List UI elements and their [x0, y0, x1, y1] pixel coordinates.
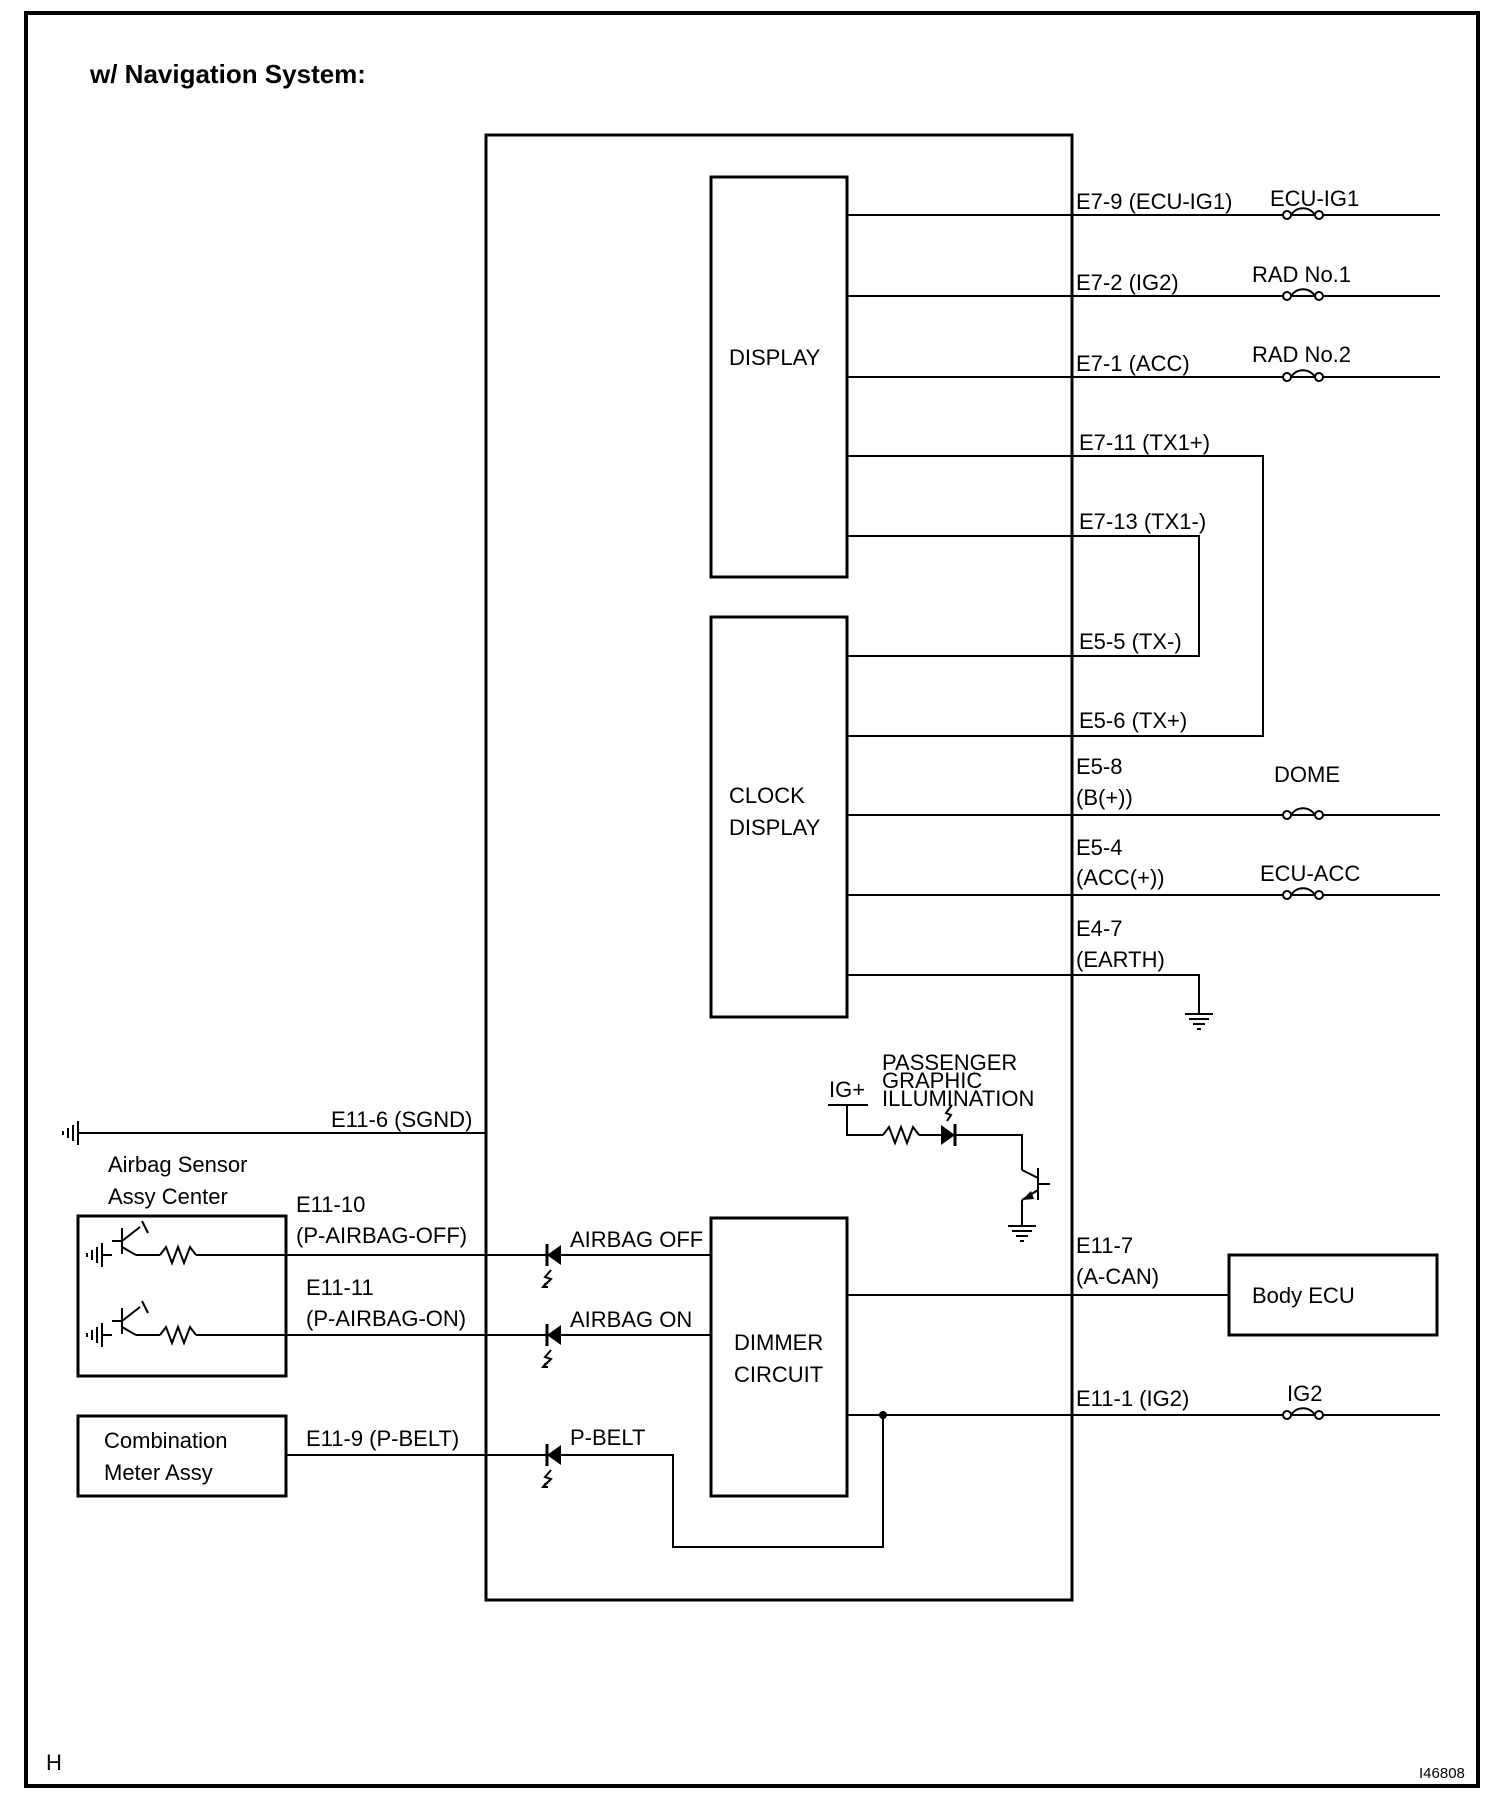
fuse-ecu-ig1-label: ECU-IG1 — [1270, 186, 1359, 211]
pin-e11-11-a: E11-11 — [306, 1275, 374, 1300]
airbag-off-label: AIRBAG OFF — [570, 1227, 703, 1252]
airbag-off-switch-icon — [111, 1220, 161, 1256]
airbag-off-resistor-icon — [159, 1246, 197, 1264]
pin-e5-4-a: E5-4 — [1076, 835, 1122, 860]
wire-p-belt-int — [561, 1415, 884, 1548]
airbag-off-led-icon — [541, 1242, 563, 1289]
sgnd-ground-icon — [62, 1120, 89, 1146]
airbag-on-label: AIRBAG ON — [570, 1307, 692, 1332]
wire-tx1-minus-loop — [847, 535, 1200, 657]
pin-e11-7-b: (A-CAN) — [1076, 1264, 1159, 1289]
fuse-ig2-icon — [1267, 1407, 1339, 1420]
pin-e7-9: E7-9 (ECU-IG1) — [1076, 189, 1232, 214]
dimmer-label-2: CIRCUIT — [734, 1362, 823, 1387]
dimmer-label-1: DIMMER — [734, 1330, 823, 1355]
wire-tx1-plus-loop — [847, 455, 1264, 737]
illum-transistor-arrow-icon — [1022, 1191, 1034, 1200]
pin-e5-8-b: (B(+)) — [1076, 785, 1133, 810]
p-belt-label: P-BELT — [570, 1425, 645, 1450]
ig-plus-label: IG+ — [829, 1077, 865, 1102]
airbag-on-led-icon — [541, 1322, 563, 1369]
pin-e5-6: E5-6 (TX+) — [1079, 708, 1187, 733]
fuse-rad1-label: RAD No.1 — [1252, 262, 1351, 287]
pin-e7-2: E7-2 (IG2) — [1076, 270, 1179, 295]
airbag-off-ground-icon — [86, 1242, 113, 1268]
display-block — [709, 175, 849, 579]
fuse-rad1-icon — [1267, 288, 1339, 301]
clock-label-2: DISPLAY — [729, 815, 821, 840]
fuse-ecu-acc-icon — [1267, 887, 1339, 900]
pin-e4-7-b: (EARTH) — [1076, 947, 1165, 972]
pin-e5-8-a: E5-8 — [1076, 754, 1122, 779]
pin-e11-6: E11-6 (SGND) — [331, 1107, 472, 1132]
pin-e5-5: E5-5 (TX-) — [1079, 629, 1182, 654]
clock-label-1: CLOCK — [729, 783, 805, 808]
body-ecu-box — [1227, 1253, 1439, 1337]
pin-e5-4-b: (ACC(+)) — [1076, 865, 1165, 890]
clock-display-block — [709, 615, 849, 1019]
illum-label-2: GRAPHIC — [882, 1068, 982, 1093]
airbag-on-switch-icon — [111, 1300, 161, 1336]
fuse-dome-label: DOME — [1274, 762, 1340, 787]
pin-e11-9: E11-9 (P-BELT) — [306, 1426, 459, 1451]
pin-e11-1: E11-1 (IG2) — [1076, 1386, 1189, 1411]
airbag-sensor-label-1: Airbag Sensor — [108, 1152, 247, 1177]
illum-resistor-icon — [882, 1126, 920, 1144]
airbag-sensor-label-2: Assy Center — [108, 1184, 228, 1209]
illum-ground-icon — [1007, 1213, 1037, 1242]
pin-e11-10-b: (P-AIRBAG-OFF) — [296, 1223, 467, 1248]
pin-e7-1: E7-1 (ACC) — [1076, 351, 1190, 376]
fuse-ecu-acc-label: ECU-ACC — [1260, 861, 1360, 886]
fuse-rad2-label: RAD No.2 — [1252, 342, 1351, 367]
figure-code: I46808 — [1419, 1765, 1465, 1782]
pin-e11-10-a: E11-10 — [296, 1192, 365, 1217]
pin-e11-7-a: E11-7 — [1076, 1233, 1133, 1258]
pin-e7-11: E7-11 (TX1+) — [1079, 430, 1210, 455]
illum-label-1: PASSENGER — [882, 1050, 1017, 1075]
junction-dot — [879, 1411, 887, 1419]
outer-border — [24, 11, 1480, 1788]
pin-e7-13: E7-13 (TX1-) — [1079, 509, 1206, 534]
fuse-ig2-label: IG2 — [1287, 1381, 1322, 1406]
airbag-on-ground-icon — [86, 1322, 113, 1348]
wire-illum-3 — [955, 1134, 1023, 1170]
fuse-dome-icon — [1267, 807, 1339, 820]
diagram-title: w/ Navigation System: — [89, 59, 366, 89]
navigation-module-box — [484, 133, 1074, 1602]
airbag-on-resistor-icon — [159, 1326, 197, 1344]
body-ecu-label: Body ECU — [1252, 1283, 1355, 1308]
illum-label-3: ILLUMINATION — [882, 1086, 1034, 1111]
dimmer-circuit-block — [709, 1216, 849, 1498]
p-belt-led-icon — [541, 1442, 563, 1489]
airbag-sensor-box — [76, 1214, 288, 1378]
earth-ground-icon — [1184, 1001, 1214, 1030]
combination-meter-label-1: Combination — [104, 1428, 228, 1453]
corner-letter: H — [46, 1750, 62, 1775]
pin-e4-7-a: E4-7 — [1076, 916, 1122, 941]
display-label: DISPLAY — [729, 345, 821, 370]
combination-meter-label-2: Meter Assy — [104, 1460, 213, 1485]
wire-illum-1 — [846, 1105, 883, 1136]
pin-e11-11-b: (P-AIRBAG-ON) — [306, 1306, 466, 1331]
illum-led-icon — [939, 1103, 957, 1148]
wire-e4-7 — [847, 974, 1200, 1002]
fuse-rad2-icon — [1267, 369, 1339, 382]
illum-transistor-collector — [1021, 1169, 1039, 1179]
